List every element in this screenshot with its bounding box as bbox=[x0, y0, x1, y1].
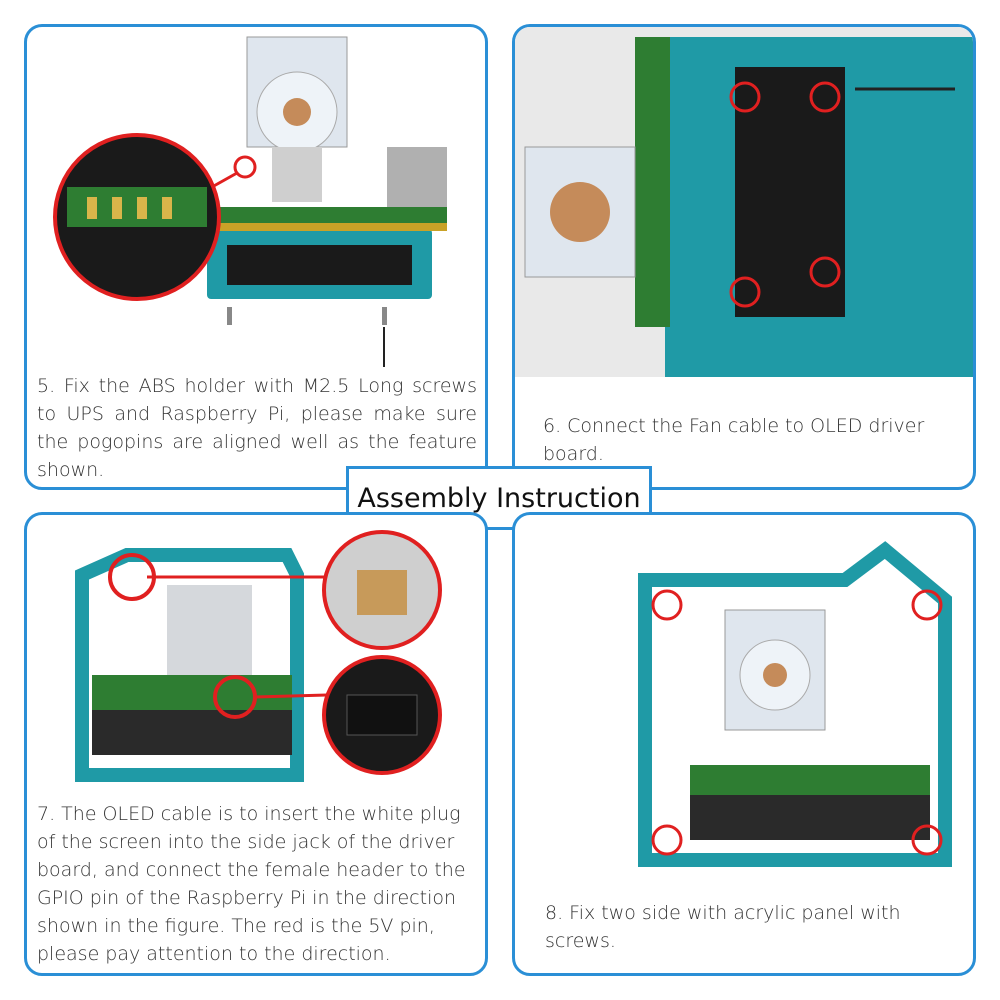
step-8-panel: 8. Fix two side with acrylic panel with … bbox=[512, 512, 976, 976]
step-7-caption: 7. The OLED cable is to insert the white… bbox=[37, 803, 466, 965]
step-6-illustration bbox=[515, 27, 973, 377]
step-7-panel: 7. The OLED cable is to insert the white… bbox=[24, 512, 488, 976]
step-8-caption: 8. Fix two side with acrylic panel with … bbox=[545, 902, 901, 952]
step-8-illustration bbox=[638, 541, 952, 867]
step-6-panel: 6. Connect the Fan cable to OLED driver … bbox=[512, 24, 976, 490]
step-7-illustration bbox=[75, 530, 442, 782]
step-6-caption: 6. Connect the Fan cable to OLED driver … bbox=[543, 415, 925, 465]
step-5-caption: 5. Fix the ABS holder with M2.5 Long scr… bbox=[37, 375, 477, 481]
page-title: Assembly Instruction bbox=[357, 482, 641, 514]
step-5-illustration bbox=[53, 36, 447, 367]
step-5-panel: 5. Fix the ABS holder with M2.5 Long scr… bbox=[24, 24, 488, 490]
